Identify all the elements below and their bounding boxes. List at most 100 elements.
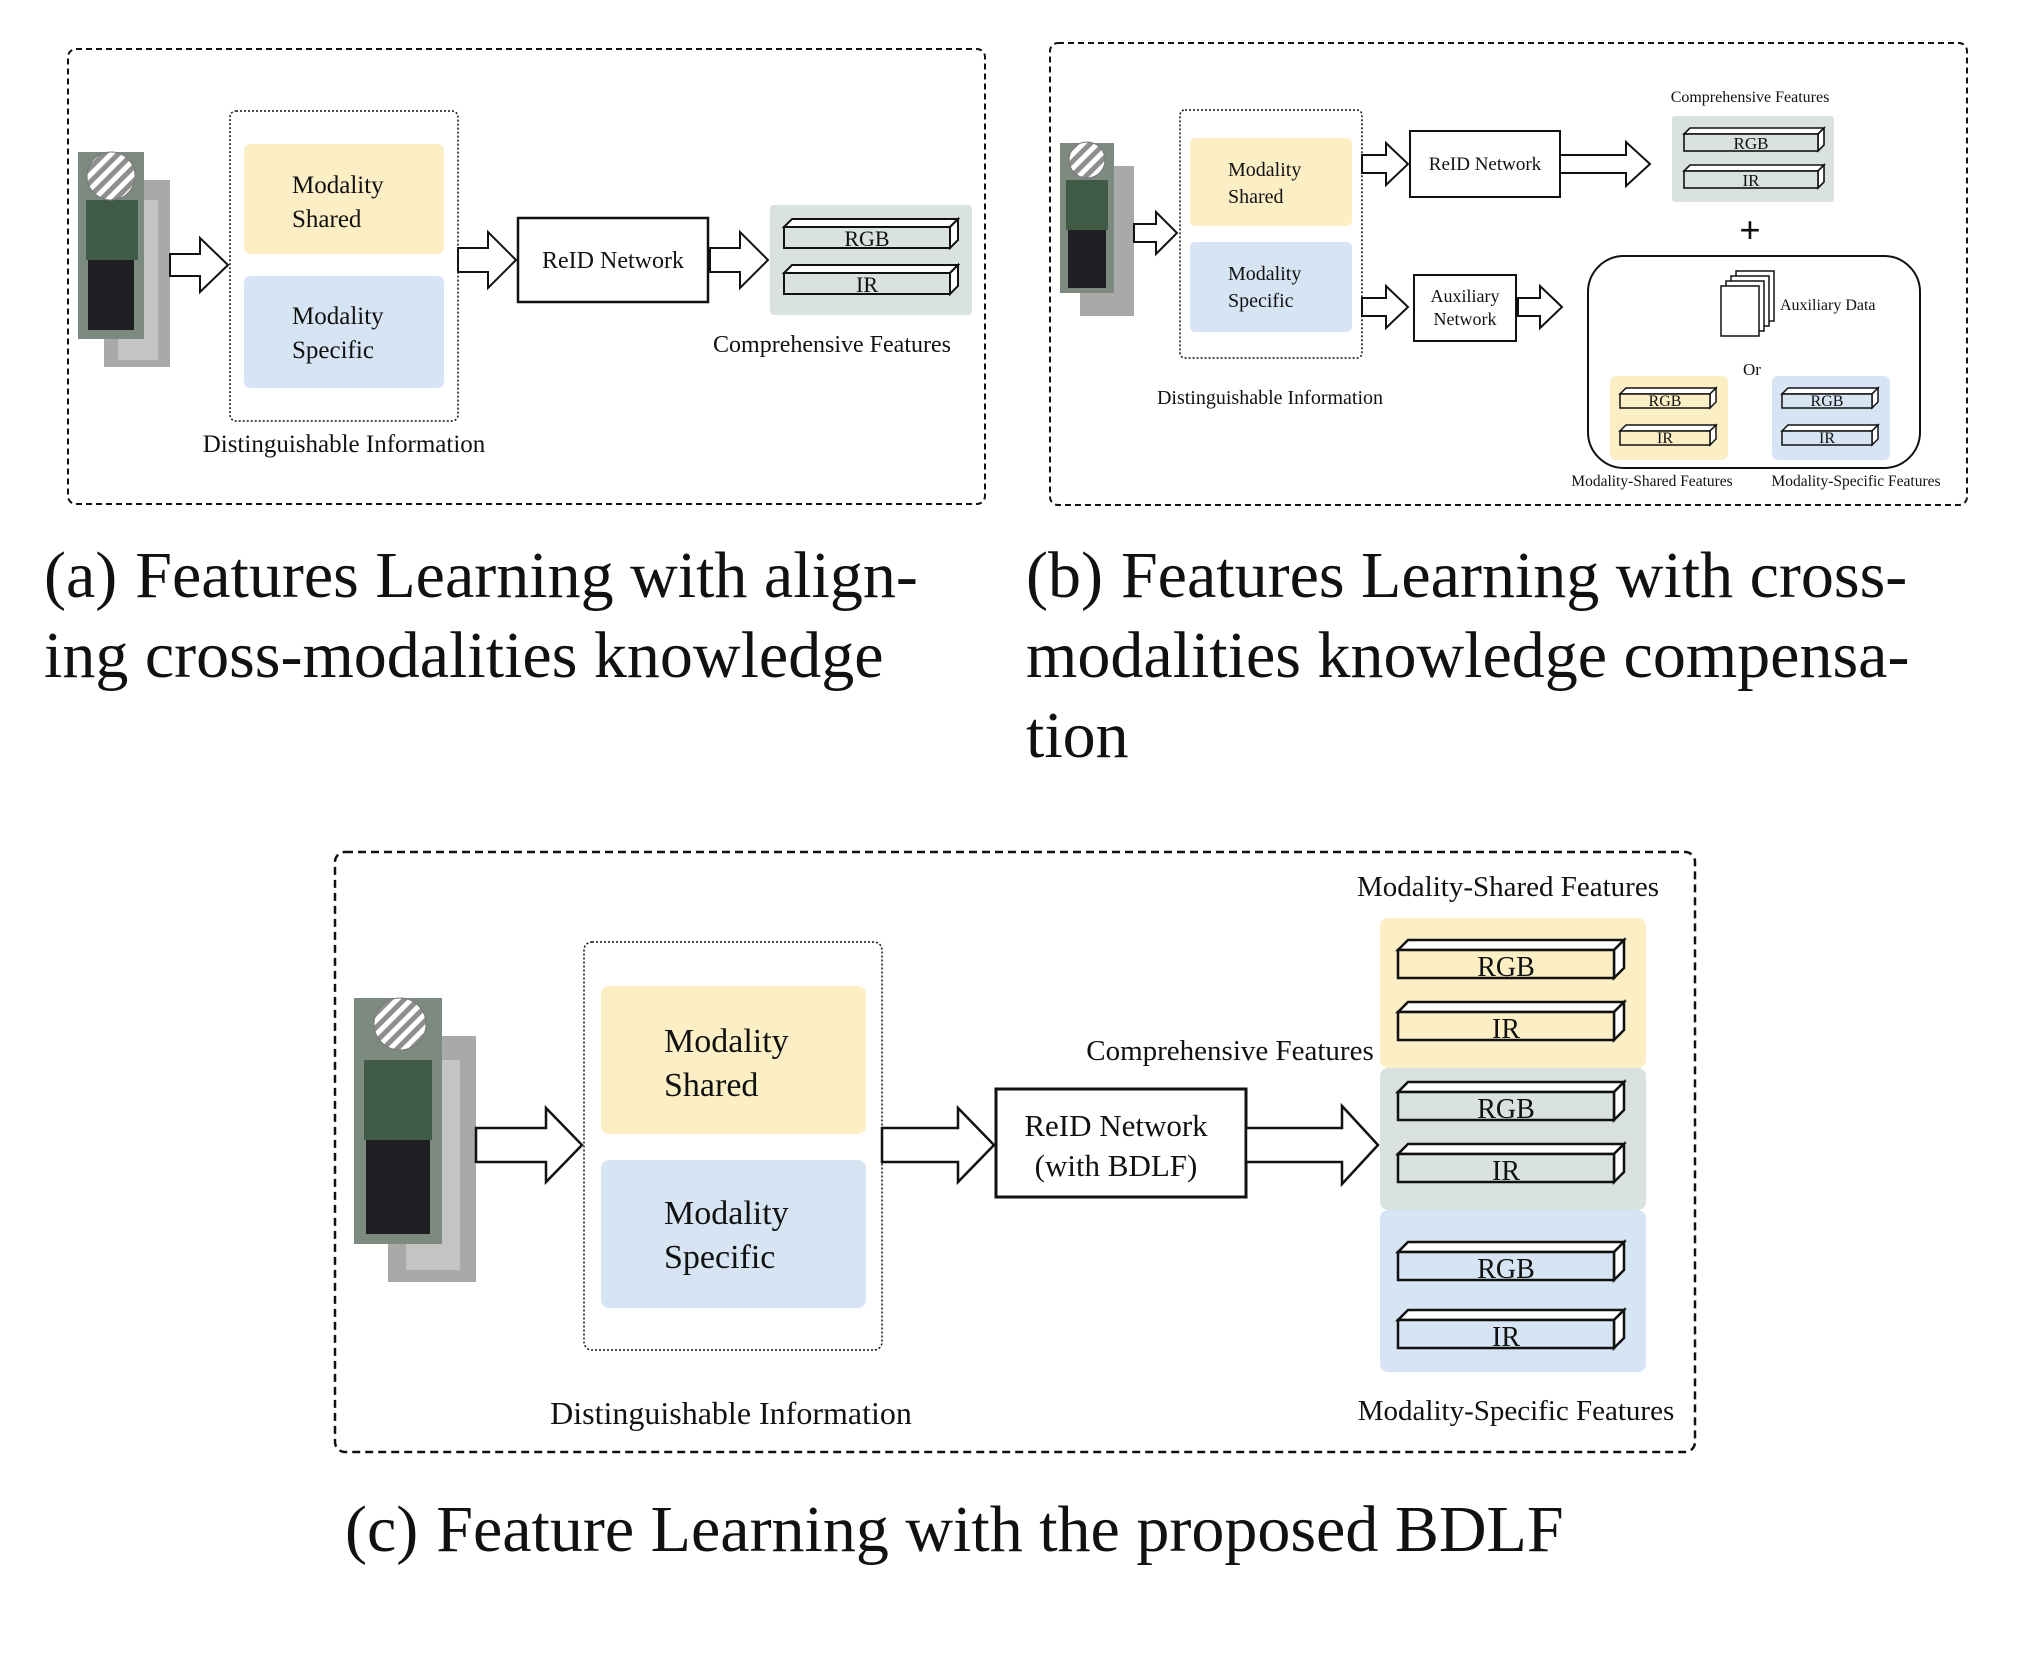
- ir-feature-bar: IR: [1394, 998, 1628, 1045]
- panel-a-person-images: [78, 151, 170, 367]
- auxiliary-network-label-1: Auxiliary: [1431, 286, 1500, 306]
- auxiliary-data-label: Auxiliary Data: [1780, 297, 1876, 314]
- modality-shared-features-label: Modality-Shared Features: [1357, 871, 1659, 903]
- ir-feature-bar: IR: [1682, 163, 1826, 190]
- reid-network-label: ReID Network: [542, 248, 684, 274]
- modality-specific-label-1: Modality: [292, 303, 384, 330]
- arrow-icon: [457, 229, 518, 291]
- auxiliary-container: [1587, 255, 1921, 469]
- modality-specific-box: [244, 276, 444, 388]
- panel-b: Modality Shared Modality Specific Distin…: [1049, 42, 1968, 506]
- face-mask-icon: [1068, 141, 1106, 179]
- caption-b-tag: (b): [1026, 539, 1103, 612]
- modality-shared-features-label: Modality-Shared Features: [1571, 473, 1732, 490]
- rgb-label: RGB: [1734, 134, 1769, 153]
- arrow-icon: [1244, 1102, 1380, 1188]
- caption-b-line-1: Features Learning with cross-: [1120, 539, 1908, 612]
- rgb-feature-bar: RGB: [1394, 936, 1628, 983]
- modality-shared-box: [244, 144, 444, 254]
- ir-feature-bar: IR: [1394, 1306, 1628, 1353]
- arrow-icon: [1133, 209, 1179, 257]
- caption-a-tag: (a): [44, 539, 118, 612]
- arrow-icon: [880, 1104, 996, 1186]
- caption-a-line-2: ing cross-modalities knowledge: [44, 619, 884, 692]
- ir-label: IR: [1819, 430, 1835, 447]
- distinguishable-info-box: [1179, 109, 1363, 359]
- comprehensive-features-label: Comprehensive Features: [713, 332, 951, 358]
- arrow-icon: [1361, 283, 1410, 331]
- modality-specific-features-label: Modality-Specific Features: [1358, 1395, 1675, 1427]
- reid-network-label: ReID Network: [1429, 154, 1542, 175]
- rgb-feature-bar: RGB: [1618, 386, 1718, 410]
- panel-c: Modality Shared Modality Specific Distin…: [333, 850, 1697, 1454]
- panel-a-frame: [67, 48, 986, 505]
- comprehensive-features-label: Comprehensive Features: [1086, 1035, 1374, 1067]
- distinguishable-info-label: Distinguishable Information: [203, 431, 486, 458]
- reid-network-label-2: (with BDLF): [1035, 1148, 1198, 1183]
- distinguishable-info-label: Distinguishable Information: [1157, 387, 1383, 409]
- ir-label: IR: [1657, 430, 1673, 447]
- rgb-feature-bar: RGB: [1394, 1238, 1628, 1285]
- modality-specific-features-label: Modality-Specific Features: [1771, 473, 1940, 490]
- comprehensive-features-label: Comprehensive Features: [1671, 89, 1830, 106]
- rgb-label: RGB: [1811, 393, 1844, 410]
- modality-shared-label-1: Modality: [664, 1023, 789, 1060]
- reid-network-box: [1409, 130, 1561, 198]
- modality-specific-label-2: Specific: [1228, 290, 1294, 312]
- ir-label: IR: [1492, 1156, 1520, 1187]
- rgb-label: RGB: [1477, 1094, 1535, 1125]
- face-mask-icon: [86, 151, 136, 201]
- ir-label: IR: [856, 272, 878, 297]
- modality-specific-label-2: Specific: [292, 337, 374, 364]
- arrow-icon: [709, 229, 770, 291]
- ir-feature-bar: IR: [1394, 1140, 1628, 1187]
- auxiliary-network-box: [1413, 274, 1517, 342]
- rgb-label: RGB: [1477, 1254, 1535, 1285]
- panel-a: Modality Shared Modality Specific Distin…: [67, 48, 986, 505]
- modality-shared-label-2: Shared: [292, 206, 362, 233]
- modality-shared-label-1: Modality: [292, 172, 384, 199]
- rgb-feature-bar: RGB: [1394, 1078, 1628, 1125]
- reid-network-label-1: ReID Network: [1024, 1108, 1208, 1143]
- distinguishable-info-label: Distinguishable Information: [550, 1395, 912, 1431]
- caption-b-line-3: tion: [1026, 699, 1129, 772]
- or-label: Or: [1743, 360, 1761, 379]
- auxiliary-network-label-2: Network: [1434, 309, 1497, 329]
- modality-shared-box: [1190, 138, 1352, 226]
- ir-feature-bar: IR: [1780, 423, 1880, 447]
- reid-network-box: [516, 216, 710, 304]
- caption-a: (a)Features Learning with align- ing cro…: [44, 536, 1014, 696]
- ir-feature-bar: IR: [781, 262, 961, 297]
- rgb-feature-bar: RGB: [1682, 126, 1826, 153]
- modality-specific-box: [1190, 242, 1352, 332]
- caption-b-line-2: modalities knowledge compensa-: [1026, 619, 1910, 692]
- modality-specific-label-2: Specific: [664, 1239, 775, 1276]
- caption-b: (b)Features Learning with cross- modalit…: [1026, 536, 2006, 776]
- ir-label: IR: [1743, 171, 1761, 190]
- modality-shared-label-2: Shared: [664, 1067, 758, 1104]
- document-stack-icon: [1720, 270, 1775, 337]
- caption-c-tag: (c): [345, 1493, 419, 1566]
- arrow-icon: [1517, 283, 1564, 331]
- reid-network-box: [994, 1087, 1248, 1199]
- ir-label: IR: [1492, 1322, 1520, 1353]
- rgb-label: RGB: [1649, 393, 1682, 410]
- modality-specific-box: [601, 1160, 866, 1308]
- modality-shared-label-2: Shared: [1228, 186, 1284, 208]
- panel-c-frame: [333, 850, 1697, 1454]
- rgb-feature-bar: RGB: [1780, 386, 1880, 410]
- face-mask-icon: [373, 997, 427, 1051]
- arrow-icon: [474, 1104, 584, 1186]
- modality-shared-label-1: Modality: [1228, 159, 1301, 181]
- panel-b-person-images: [1060, 141, 1134, 316]
- arrow-icon: [169, 235, 230, 295]
- modality-shared-box: [601, 986, 866, 1134]
- plus-sign: +: [1739, 210, 1761, 252]
- rgb-label: RGB: [1477, 952, 1535, 983]
- caption-a-line-1: Features Learning with align-: [135, 539, 918, 612]
- rgb-label: RGB: [844, 226, 889, 251]
- panel-c-person-images: [354, 997, 476, 1282]
- panel-b-frame: [1049, 42, 1968, 506]
- ir-feature-bar: IR: [1618, 423, 1718, 447]
- arrow-icon: [1559, 139, 1652, 189]
